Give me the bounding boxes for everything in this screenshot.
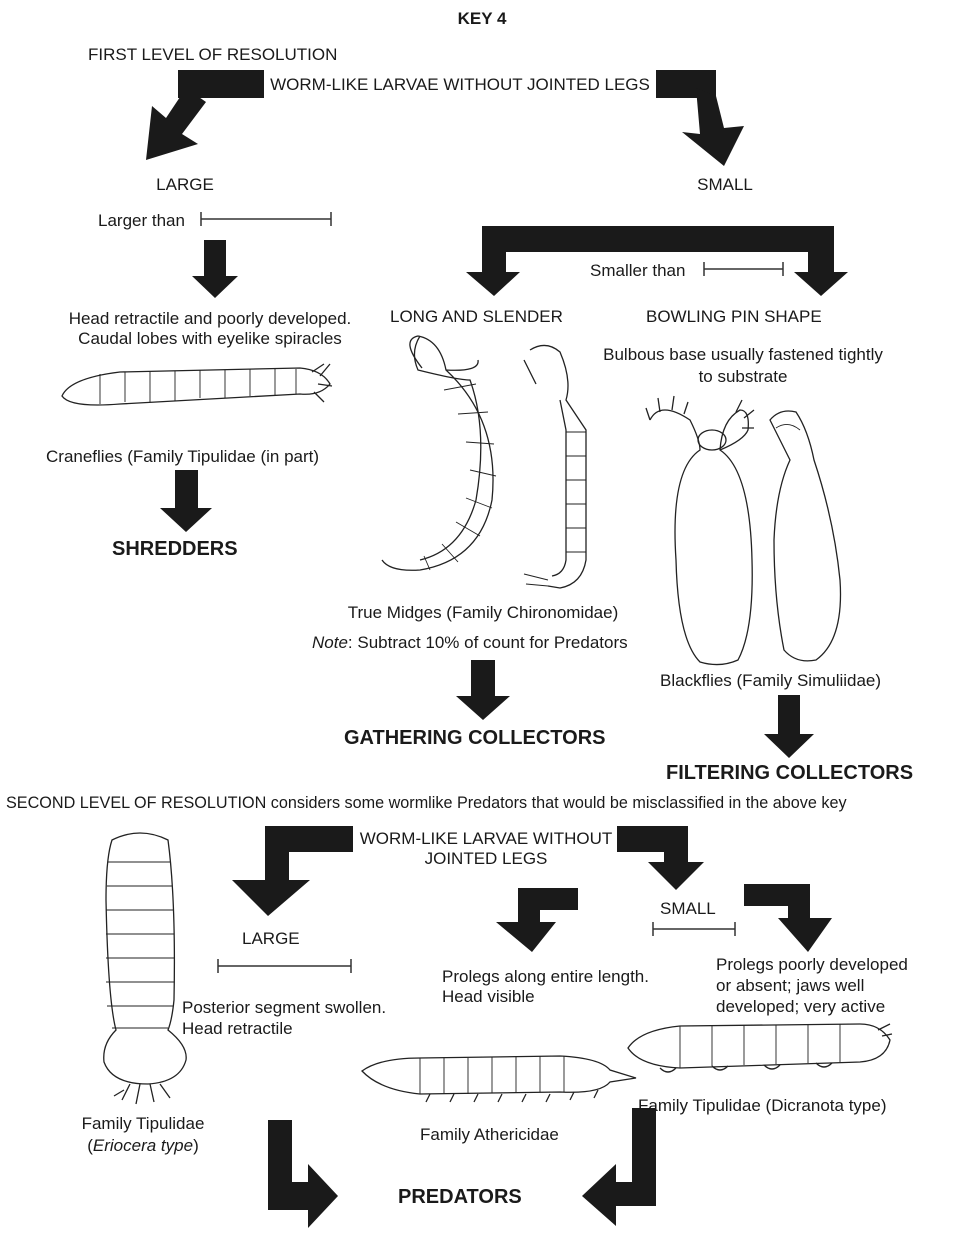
bowling-pin-label: BOWLING PIN SHAPE bbox=[646, 307, 822, 326]
level2-small-label: SMALL bbox=[660, 899, 716, 918]
level1-small-label: SMALL bbox=[697, 175, 753, 194]
midge-larva-curved bbox=[381, 335, 497, 571]
arrow-to-bowling-pin bbox=[794, 226, 848, 296]
level1-root-label: WORM-LIKE LARVAE WITHOUT JOINTED LEGS bbox=[270, 75, 650, 94]
midge-larva-straight bbox=[523, 344, 587, 589]
arrow-to-small bbox=[682, 88, 744, 166]
athericidae-taxon: Family Athericidae bbox=[420, 1125, 559, 1144]
cranefly-taxon: Craneflies (Family Tipulidae (in part) bbox=[46, 447, 320, 466]
bowling-description-2: to substrate bbox=[698, 367, 788, 386]
arrow-to-large bbox=[146, 88, 206, 160]
long-slender-label: LONG AND SLENDER bbox=[390, 307, 563, 326]
level2-root-line1: WORM-LIKE LARVAE WITHOUT bbox=[359, 829, 613, 848]
poorly-description-3: developed; very active bbox=[716, 997, 886, 1016]
blackfly-larva-2 bbox=[769, 410, 842, 662]
arrow-l2-to-poorly bbox=[778, 884, 832, 952]
arrow-to-long-slender bbox=[466, 226, 520, 296]
arrow-l2-to-small bbox=[648, 826, 704, 890]
midge-note-text: : Subtract 10% of count for Predators bbox=[347, 633, 628, 652]
arrow-l2-to-predators-right bbox=[582, 1108, 656, 1226]
cranefly-larva bbox=[61, 363, 333, 406]
large-description-1: Head retractile and poorly developed. bbox=[68, 309, 352, 328]
level2-arrows bbox=[232, 826, 832, 1228]
swollen-description-2: Head retractile bbox=[182, 1019, 293, 1038]
key-title: KEY 4 bbox=[457, 9, 507, 28]
arrow-to-gathering bbox=[456, 660, 510, 720]
arrow-large-down bbox=[192, 240, 238, 298]
eriocera-larva bbox=[103, 832, 187, 1105]
dicranota-larva bbox=[627, 1023, 893, 1073]
scale-bars bbox=[200, 212, 784, 973]
athericidae-larva bbox=[361, 1055, 637, 1103]
arrow-l2-to-prolegs bbox=[496, 888, 556, 952]
poorly-description-1: Prolegs poorly developed bbox=[716, 955, 908, 974]
poorly-description-2: or absent; jaws well bbox=[716, 976, 865, 995]
arrow-small-bracket-bar bbox=[482, 226, 834, 252]
midge-note: Note: Subtract 10% of count for Predator… bbox=[312, 632, 628, 654]
bowling-description-1: Bulbous base usually fastened tightly bbox=[603, 345, 883, 364]
level1-heading: FIRST LEVEL OF RESOLUTION bbox=[88, 45, 338, 64]
larger-than-label: Larger than bbox=[98, 211, 185, 230]
swollen-description-1: Posterior segment swollen. bbox=[182, 998, 387, 1017]
large-description-2: Caudal lobes with eyelike spiracles bbox=[78, 329, 342, 348]
eriocera-type: Eriocera type bbox=[92, 1136, 194, 1155]
eriocera-taxon-line2: (Eriocera type) bbox=[87, 1136, 199, 1155]
arrow-to-filtering bbox=[764, 695, 814, 758]
level1-large-label: LARGE bbox=[156, 175, 214, 194]
prolegs-description-1: Prolegs along entire length. bbox=[442, 967, 649, 986]
level1-arrows bbox=[146, 70, 848, 758]
blackfly-taxon: Blackflies (Family Simuliidae) bbox=[660, 671, 882, 690]
blackfly-larva-1 bbox=[645, 395, 755, 666]
level2-heading: SECOND LEVEL OF RESOLUTION considers som… bbox=[6, 794, 847, 812]
eriocera-taxon-line1: Family Tipulidae bbox=[81, 1114, 205, 1133]
midge-note-prefix: Note bbox=[312, 633, 348, 652]
midge-taxon: True Midges (Family Chironomidae) bbox=[347, 603, 619, 622]
shredders-group: SHREDDERS bbox=[112, 538, 238, 560]
level2-large-label: LARGE bbox=[242, 929, 300, 948]
smaller-than-label: Smaller than bbox=[590, 261, 686, 280]
arrow-to-shredders bbox=[160, 470, 212, 532]
arrow-l2-to-predators-left bbox=[268, 1120, 338, 1228]
gathering-collectors-group: GATHERING COLLECTORS bbox=[344, 727, 606, 749]
arrow-l2-to-large bbox=[232, 826, 310, 916]
predators-group: PREDATORS bbox=[398, 1186, 522, 1208]
dicranota-taxon: Family Tipulidae (Dicranota type) bbox=[638, 1096, 887, 1115]
prolegs-description-2: Head visible bbox=[442, 987, 535, 1006]
level2-root-line2: JOINTED LEGS bbox=[424, 849, 548, 868]
filtering-collectors-group: FILTERING COLLECTORS bbox=[666, 762, 914, 784]
